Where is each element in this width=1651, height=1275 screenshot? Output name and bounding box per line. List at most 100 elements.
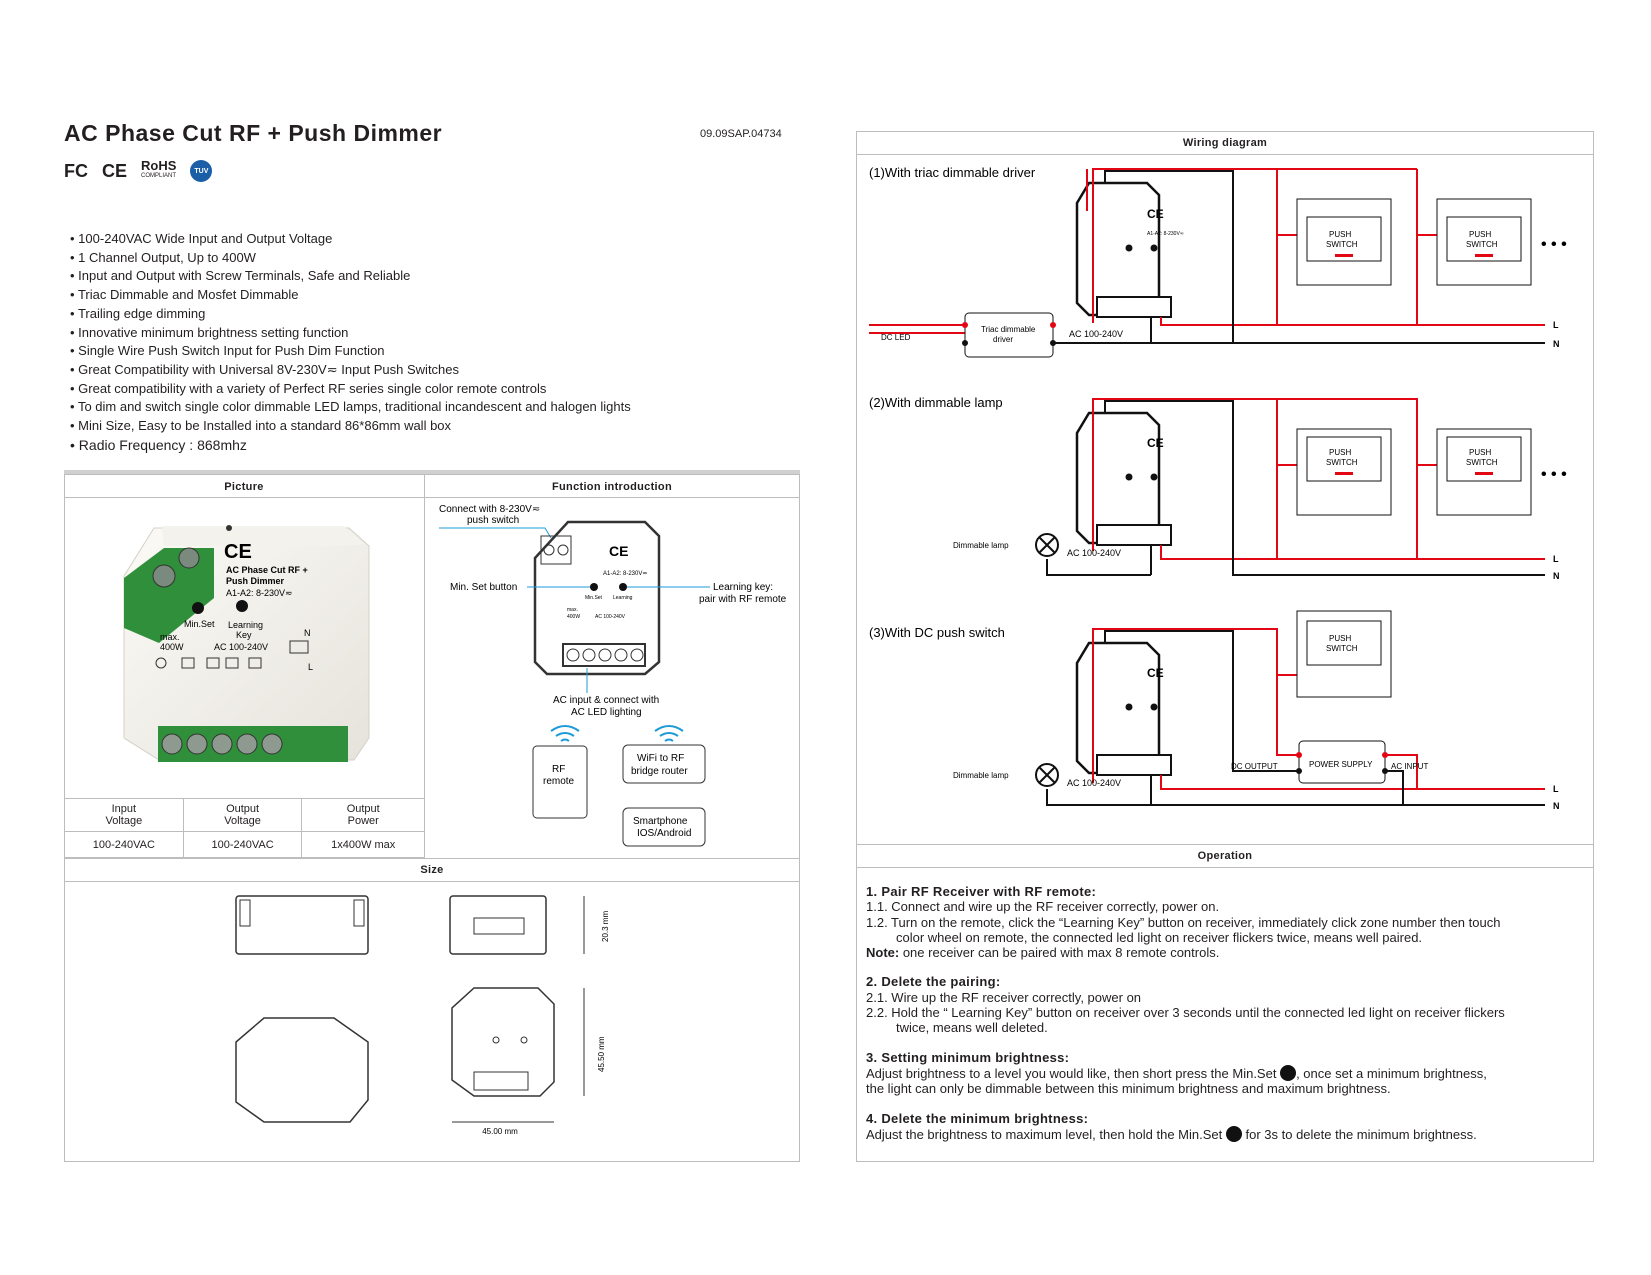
spec-value-output-power: 1x400W max bbox=[301, 831, 425, 858]
svg-text:POWER SUPPLY: POWER SUPPLY bbox=[1309, 760, 1373, 769]
size-height: 20.3 mm bbox=[601, 911, 610, 942]
svg-text:CE: CE bbox=[1147, 666, 1164, 680]
device-ac: AC 100-240V bbox=[214, 642, 268, 652]
minset-button-dot bbox=[192, 602, 204, 614]
device-name-line1: AC Phase Cut RF + bbox=[226, 565, 308, 575]
svg-text:SWITCH: SWITCH bbox=[1326, 644, 1358, 653]
fn-minset-button: Min. Set button bbox=[450, 582, 517, 593]
push-switch-1: PUSH SWITCH bbox=[1296, 198, 1392, 286]
function-diagram: Connect with 8-230V≂ push switch CE A1-A… bbox=[439, 504, 787, 847]
push-switch-5: PUSH SWITCH bbox=[1296, 610, 1392, 698]
svg-text:WiFi to RF: WiFi to RF bbox=[637, 753, 684, 764]
svg-text:max.: max. bbox=[567, 607, 578, 613]
op-s2-2a: 2.2. Hold the “ Learning Key” button on … bbox=[866, 1005, 1505, 1021]
tuv-logo: TUV bbox=[190, 160, 213, 182]
fn-ac-input: AC input & connect with bbox=[553, 695, 659, 706]
wiring-d2-title: (2)With dimmable lamp bbox=[869, 395, 1003, 410]
feature-item: Great Compatibility with Universal 8V-23… bbox=[70, 361, 631, 380]
picture-header: Picture bbox=[224, 481, 264, 493]
size-width: 45.00 mm bbox=[482, 1127, 518, 1136]
page-title: AC Phase Cut RF + Push Dimmer bbox=[64, 120, 443, 146]
lamp-icon bbox=[1035, 763, 1059, 787]
right-panel bbox=[856, 131, 1594, 1162]
device-a1a2: A1-A2: 8-230V≂ bbox=[226, 588, 293, 598]
svg-text:AC 100-240V: AC 100-240V bbox=[1069, 329, 1123, 339]
svg-text:CE: CE bbox=[1147, 436, 1164, 450]
size-drawings: 20.3 mm 45.50 mm 45.00 mm bbox=[235, 895, 610, 1136]
d2-dimmer: CE bbox=[1075, 411, 1172, 546]
minset-button-icon bbox=[1225, 1125, 1242, 1142]
svg-text:AC 100-240V: AC 100-240V bbox=[1067, 548, 1121, 558]
svg-text:AC 100-240V: AC 100-240V bbox=[1067, 778, 1121, 788]
svg-text:PUSH: PUSH bbox=[1469, 230, 1491, 239]
op-s1-1: 1.1. Connect and wire up the RF receiver… bbox=[866, 899, 1220, 915]
learning-key-dot bbox=[236, 600, 248, 612]
wiring-d1-title: (1)With triac dimmable driver bbox=[869, 165, 1036, 180]
device-key: Key bbox=[236, 630, 252, 640]
op-s1-2b: color wheel on remote, the connected led… bbox=[896, 929, 1423, 945]
spec-value-input: 100-240VAC bbox=[64, 831, 184, 858]
feature-item: Input and Output with Screw Terminals, S… bbox=[70, 267, 631, 286]
svg-text:remote: remote bbox=[543, 776, 575, 787]
ce-logo: CE bbox=[102, 160, 128, 181]
svg-text:Learning: Learning bbox=[613, 595, 633, 601]
svg-text:CE: CE bbox=[1147, 207, 1164, 221]
svg-text:A1-A2: 8-230V≂: A1-A2: 8-230V≂ bbox=[1147, 231, 1184, 237]
svg-text:driver: driver bbox=[993, 335, 1013, 344]
wiring-diagram: (1)With triac dimmable driver CE A1-A2: … bbox=[869, 165, 1567, 811]
feature-item: To dim and switch single color dimmable … bbox=[70, 398, 631, 417]
fn-learning-key: Learning key: bbox=[713, 582, 773, 593]
svg-text:IOS/Android: IOS/Android bbox=[637, 828, 691, 839]
push-switch-2: PUSH SWITCH bbox=[1436, 198, 1532, 286]
svg-text:SWITCH: SWITCH bbox=[1326, 240, 1358, 249]
dc-output-label: DC OUTPUT bbox=[1231, 762, 1278, 771]
svg-text:PUSH: PUSH bbox=[1329, 634, 1351, 643]
svg-text:RF: RF bbox=[552, 764, 565, 775]
fn-learning-key2: pair with RF remote bbox=[699, 594, 787, 605]
spec-value-output-voltage: 100-240VAC bbox=[182, 831, 303, 858]
svg-text:Min.Set: Min.Set bbox=[585, 595, 603, 601]
op-s4-line1: Adjust the brightness to maximum level, … bbox=[866, 1125, 1477, 1142]
fn-ce-mark: CE bbox=[609, 543, 628, 559]
ac-input-label: AC INPUT bbox=[1391, 762, 1428, 771]
device-n: N bbox=[304, 628, 311, 638]
op-s2-title: 2. Delete the pairing: bbox=[866, 974, 1001, 990]
triac-driver-box bbox=[964, 312, 1054, 358]
d3-dimmer: CE bbox=[1075, 641, 1172, 776]
fn-ac-input2: AC LED lighting bbox=[571, 707, 642, 718]
wiring-header: Wiring diagram bbox=[1182, 137, 1268, 149]
svg-text:PUSH: PUSH bbox=[1329, 230, 1351, 239]
operation-text: 1. Pair RF Receiver with RF remote: 1.1.… bbox=[866, 884, 1586, 1142]
op-s1-2a: 1.2. Turn on the remote, click the “Lear… bbox=[866, 914, 1501, 930]
op-s1-title: 1. Pair RF Receiver with RF remote: bbox=[866, 884, 1097, 899]
ce-mark: CE bbox=[224, 541, 252, 563]
svg-text:SWITCH: SWITCH bbox=[1466, 240, 1498, 249]
fn-connect: Connect with 8-230V≂ bbox=[439, 504, 540, 515]
svg-text:N: N bbox=[1553, 801, 1560, 811]
device-watt: 400W bbox=[160, 642, 184, 652]
wifi-icon bbox=[550, 725, 684, 742]
dc-led-label: DC LED bbox=[881, 333, 911, 342]
svg-text:N: N bbox=[1553, 339, 1560, 349]
feature-item: Radio Frequency : 868mhz bbox=[70, 436, 631, 455]
operation-header: Operation bbox=[1197, 850, 1253, 862]
op-s3-line1: Adjust brightness to a level you would l… bbox=[866, 1064, 1487, 1081]
svg-text:bridge router: bridge router bbox=[631, 766, 688, 777]
feature-item: 1 Channel Output, Up to 400W bbox=[70, 249, 631, 268]
fn-a1a2: A1-A2: 8-230V≂ bbox=[603, 571, 647, 577]
svg-text:Triac dimmable: Triac dimmable bbox=[981, 325, 1036, 334]
product-code: 09.09SAP.04734 bbox=[700, 128, 782, 140]
size-header: Size bbox=[420, 864, 444, 876]
device-l: L bbox=[308, 662, 313, 672]
device-name-line2: Push Dimmer bbox=[226, 576, 285, 586]
feature-item: Triac Dimmable and Mosfet Dimmable bbox=[70, 286, 631, 305]
svg-text:Smartphone: Smartphone bbox=[633, 816, 688, 827]
feature-list: 100-240VAC Wide Input and Output Voltage… bbox=[70, 230, 631, 454]
svg-text:L: L bbox=[1553, 554, 1559, 564]
more-switches-2: • • • bbox=[1541, 466, 1567, 483]
feature-item: Great compatibility with a variety of Pe… bbox=[70, 380, 631, 399]
